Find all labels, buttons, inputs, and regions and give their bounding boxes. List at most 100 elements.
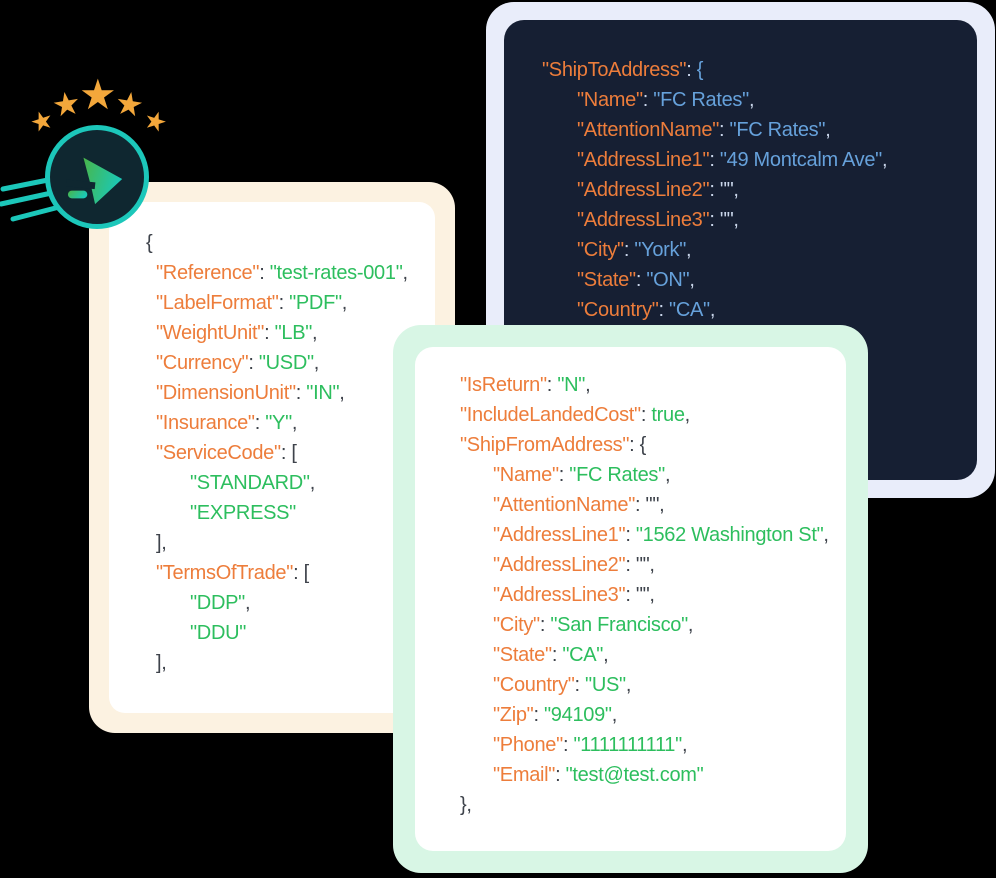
code-token: "City": [577, 239, 624, 261]
code-token: :: [658, 299, 670, 321]
code-line: "AddressLine2": "",: [542, 175, 977, 205]
code-token: ,: [603, 644, 609, 666]
code-token: "1111111111": [573, 734, 682, 756]
code-token: ,: [881, 149, 888, 171]
code-token: "Country": [493, 674, 575, 696]
code-token: "Name": [493, 464, 559, 486]
code-line: ],: [146, 648, 435, 678]
code-token: ,: [748, 89, 755, 111]
logo: ★ ★ ★ ★ ★: [0, 0, 230, 260]
code-line: "Country": "CA",: [542, 295, 977, 325]
code-token: "FC Rates": [569, 464, 665, 486]
code-token: :: [259, 262, 270, 284]
ship-to-json-code: "ShipToAddress": {"Name": "FC Rates","At…: [504, 20, 977, 325]
code-token: :: [254, 412, 266, 434]
code-token: "TermsOfTrade": [156, 562, 294, 584]
code-token: "FC Rates": [653, 89, 749, 111]
code-token: "AddressLine2": [577, 179, 710, 201]
code-line: "Phone": "1111111111",: [460, 730, 846, 760]
code-token: :: [709, 149, 720, 171]
code-token: : "",: [635, 494, 665, 516]
code-line: "STANDARD",: [146, 468, 435, 498]
code-line: ],: [146, 528, 435, 558]
code-line: "IncludeLandedCost": true,: [460, 400, 846, 430]
code-line: "Country": "US",: [460, 670, 846, 700]
request-json-card-body: {"Reference": "test-rates-001","LabelFor…: [109, 202, 435, 713]
code-token: :: [533, 704, 544, 726]
code-token: :: [574, 674, 586, 696]
ship-from-json-card: "IsReturn": "N","IncludeLandedCost": tru…: [393, 325, 868, 873]
code-line: {: [146, 228, 435, 258]
code-token: ,: [585, 374, 591, 396]
code-line: "LabelFormat": "PDF",: [146, 288, 435, 318]
code-token: "ShipFromAddress": [460, 434, 630, 456]
code-line: "Name": "FC Rates",: [542, 85, 977, 115]
code-line: "WeightUnit": "LB",: [146, 318, 435, 348]
star-icon: ★: [112, 83, 147, 125]
code-token: : [: [293, 562, 309, 584]
code-token: "STANDARD": [190, 472, 310, 494]
code-token: : "",: [709, 179, 739, 201]
code-token: "DDU": [190, 622, 247, 644]
code-line: "DimensionUnit": "IN",: [146, 378, 435, 408]
code-token: "Country": [577, 299, 659, 321]
code-line: "State": "CA",: [460, 640, 846, 670]
code-line: "Currency": "USD",: [146, 348, 435, 378]
code-token: "test-rates-001": [269, 262, 403, 284]
code-line: "AddressLine3": "",: [542, 205, 977, 235]
code-line: "Zip": "94109",: [460, 700, 846, 730]
code-line: "AddressLine2": "",: [460, 550, 846, 580]
code-token: :: [623, 239, 635, 261]
code-token: true: [651, 404, 685, 426]
star-icon: ★: [139, 103, 172, 139]
code-token: "AddressLine3": [577, 209, 710, 231]
code-token: "Zip": [493, 704, 534, 726]
star-icon: ★: [49, 83, 84, 125]
code-token: "USD": [258, 352, 314, 374]
code-token: "LabelFormat": [156, 292, 279, 314]
code-token: :: [719, 119, 730, 141]
code-token: "York": [634, 239, 687, 261]
code-line: "ShipToAddress": {: [542, 55, 977, 85]
code-token: "Email": [493, 764, 556, 786]
code-token: ,: [402, 262, 409, 284]
code-line: "State": "ON",: [542, 265, 977, 295]
ship-from-json-card-body: "IsReturn": "N","IncludeLandedCost": tru…: [415, 347, 846, 851]
code-line: "Reference": "test-rates-001",: [146, 258, 435, 288]
code-token: "PDF": [289, 292, 342, 314]
code-token: :: [555, 764, 566, 786]
code-line: "City": "San Francisco",: [460, 610, 846, 640]
code-token: {: [146, 232, 153, 254]
code-token: "San Francisco": [550, 614, 688, 636]
code-line: "ShipFromAddress": {: [460, 430, 846, 460]
code-token: "AddressLine2": [493, 554, 626, 576]
code-line: "TermsOfTrade": [: [146, 558, 435, 588]
code-line: "DDP",: [146, 588, 435, 618]
code-token: :: [278, 292, 290, 314]
code-token: "IncludeLandedCost": [460, 404, 641, 426]
code-token: :: [642, 89, 654, 111]
code-token: ,: [689, 269, 695, 291]
code-token: ,: [684, 404, 691, 426]
code-token: "Currency": [156, 352, 249, 374]
code-token: "CA": [562, 644, 604, 666]
code-token: :: [539, 614, 551, 636]
code-token: ],: [156, 652, 167, 674]
code-token: "IsReturn": [460, 374, 547, 396]
code-token: ,: [664, 464, 671, 486]
code-token: "CA": [669, 299, 710, 321]
code-token: "IN": [306, 382, 340, 404]
code-line: "Insurance": "Y",: [146, 408, 435, 438]
code-token: :: [295, 382, 307, 404]
code-token: ,: [681, 734, 688, 756]
code-token: "ON": [646, 269, 690, 291]
code-token: "Y": [265, 412, 292, 434]
code-token: : "",: [625, 554, 655, 576]
code-line: "Name": "FC Rates",: [460, 460, 846, 490]
code-token: ,: [341, 292, 348, 314]
code-token: ,: [313, 352, 320, 374]
send-plane-icon: [66, 157, 123, 205]
code-token: },: [460, 794, 472, 816]
code-token: : {: [629, 434, 647, 456]
code-token: : [: [280, 442, 297, 464]
